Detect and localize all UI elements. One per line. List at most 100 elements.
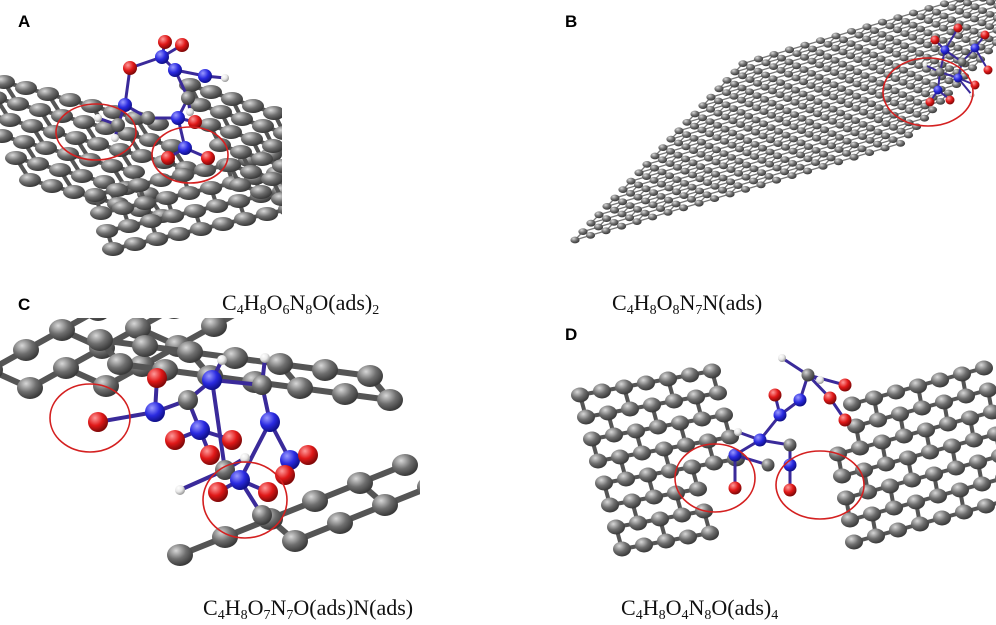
- carbon-atom: [771, 176, 782, 184]
- carbon-atom: [983, 404, 996, 420]
- carbon-atom: [719, 138, 730, 145]
- panel-c-structure: [0, 270, 420, 566]
- carbon-atom: [272, 159, 282, 173]
- carbon-atom: [760, 71, 771, 79]
- carbon-atom: [819, 126, 830, 134]
- carbon-atom: [904, 107, 915, 114]
- carbon-atom: [954, 7, 965, 15]
- carbon-atom: [377, 389, 403, 411]
- carbon-atom: [797, 102, 808, 110]
- carbon-atom: [613, 541, 631, 557]
- carbon-atom: [633, 193, 643, 201]
- carbon-atom: [858, 121, 868, 128]
- nitrogen-atom: [940, 45, 950, 55]
- carbon-atom: [711, 158, 721, 166]
- carbon-atom: [300, 197, 322, 211]
- carbon-atom: [282, 530, 308, 552]
- carbon-atom: [920, 90, 931, 98]
- carbon-atom: [737, 72, 748, 80]
- carbon-atom: [836, 85, 847, 92]
- carbon-atom: [616, 222, 627, 230]
- carbon-atom: [834, 146, 844, 154]
- carbon-atom: [913, 86, 923, 94]
- carbon-atom: [656, 180, 667, 188]
- carbon-atom: [931, 8, 942, 16]
- carbon-atom: [741, 173, 751, 181]
- carbon-atom: [753, 67, 763, 75]
- carbon-atom: [657, 156, 668, 164]
- carbon-atom: [234, 212, 256, 226]
- bond: [281, 164, 282, 169]
- carbon-atom: [923, 29, 933, 37]
- carbon-atom: [41, 179, 63, 193]
- carbon-atom: [7, 97, 29, 111]
- carbon-atom: [118, 219, 140, 233]
- carbon-atom: [814, 61, 825, 69]
- carbon-atom: [951, 81, 962, 88]
- carbon-atom: [939, 12, 949, 20]
- bond: [210, 378, 227, 472]
- highlight-circle-b: [882, 57, 974, 127]
- carbon-atom: [713, 97, 724, 105]
- carbon-atom: [991, 39, 996, 46]
- carbon-atom: [710, 183, 720, 190]
- carbon-atom: [679, 192, 689, 200]
- carbon-atom: [818, 150, 829, 158]
- carbon-atom: [877, 31, 887, 38]
- carbon-atom: [869, 27, 880, 34]
- carbon-atom: [112, 201, 134, 215]
- nitrogen-atom: [178, 141, 192, 155]
- carbon-atom: [844, 89, 854, 96]
- carbon-atom: [889, 522, 907, 538]
- carbon-atom: [867, 76, 878, 83]
- carbon-atom: [829, 81, 839, 89]
- carbon-atom: [783, 438, 797, 452]
- carbon-atom: [682, 119, 692, 126]
- carbon-atom: [744, 100, 754, 108]
- formula-d: C4H8O4N8O(ads)4: [621, 595, 779, 623]
- bond: [134, 270, 170, 290]
- carbon-atom: [210, 105, 232, 119]
- carbon-atom: [891, 63, 901, 70]
- bond: [281, 164, 282, 168]
- carbon-atom: [643, 397, 661, 413]
- carbon-atom: [803, 155, 813, 163]
- carbon-atom: [134, 196, 156, 210]
- carbon-atom: [712, 134, 722, 142]
- carbon-atom: [593, 383, 611, 399]
- carbon-atom: [866, 112, 876, 120]
- carbon-atom: [219, 158, 241, 172]
- carbon-atom: [625, 190, 636, 197]
- carbon-atom: [766, 112, 777, 119]
- carbon-atom: [725, 190, 735, 198]
- carbon-atom: [737, 84, 747, 92]
- carbon-atom: [880, 132, 891, 140]
- carbon-atom: [228, 194, 250, 208]
- carbon-atom: [665, 393, 683, 409]
- carbon-atom: [627, 423, 645, 439]
- carbon-atom: [776, 67, 786, 74]
- carbon-atom: [877, 18, 888, 26]
- carbon-atom: [947, 460, 965, 476]
- carbon-atom: [35, 141, 57, 155]
- carbon-atom: [880, 144, 890, 152]
- carbon-atom: [250, 185, 272, 199]
- carbon-atom: [87, 329, 113, 351]
- carbon-atom: [735, 121, 746, 128]
- carbon-atom: [624, 214, 635, 222]
- carbon-atom: [702, 191, 712, 199]
- carbon-atom: [876, 55, 886, 63]
- carbon-atom: [190, 222, 212, 236]
- carbon-atom: [854, 31, 864, 39]
- carbon-atom: [168, 227, 190, 241]
- carbon-atom: [851, 440, 869, 456]
- carbon-atom: [680, 167, 690, 175]
- carbon-atom: [709, 195, 720, 203]
- carbon-atom: [743, 112, 754, 120]
- carbon-atom: [833, 468, 851, 484]
- carbon-atom: [908, 9, 919, 17]
- carbon-atom: [900, 18, 911, 25]
- carbon-atom: [178, 390, 198, 410]
- carbon-atom: [811, 147, 821, 154]
- carbon-atom: [907, 34, 918, 41]
